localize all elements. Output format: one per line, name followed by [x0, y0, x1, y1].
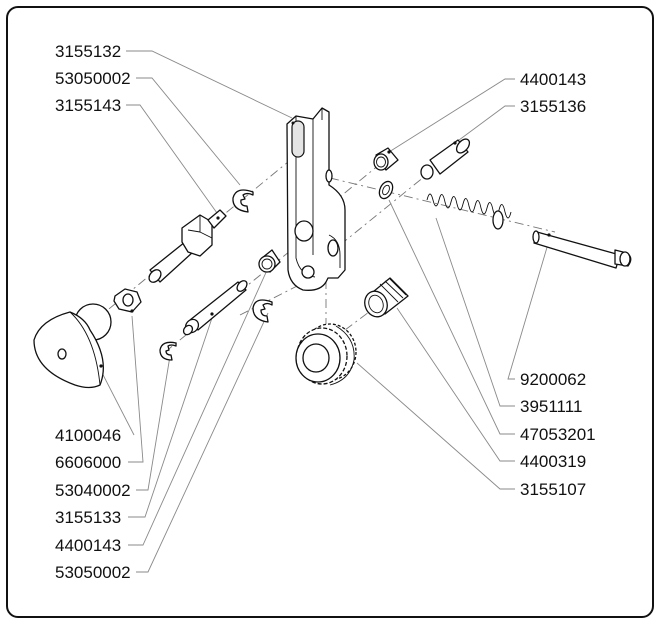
label-4100046[interactable]: 4100046 — [55, 426, 121, 445]
plunger-part[interactable] — [420, 137, 472, 180]
e-clip-small-part[interactable] — [159, 341, 177, 361]
needle-bearing-part[interactable] — [361, 277, 409, 320]
leader-3155107 — [356, 362, 515, 490]
leader-53050002-bottom — [136, 312, 269, 573]
bushing-left-part[interactable] — [258, 249, 281, 273]
label-3155132[interactable]: 3155132 — [55, 42, 121, 61]
hex-nut-part[interactable] — [113, 288, 142, 313]
leader-3155136 — [454, 105, 515, 144]
leader-lines — [97, 50, 549, 573]
label-6606000[interactable]: 6606000 — [55, 453, 121, 472]
part-labels-right: 4400143 3155136 9200062 3951111 47053201… — [520, 70, 596, 499]
label-3155133[interactable]: 3155133 — [55, 508, 121, 527]
spring-part[interactable] — [426, 193, 512, 230]
bushing-right-part[interactable] — [373, 147, 399, 171]
leader-4400143-left — [128, 267, 269, 546]
leader-47053201 — [388, 199, 515, 435]
label-9200062[interactable]: 9200062 — [520, 370, 586, 389]
label-3155143[interactable]: 3155143 — [55, 96, 121, 115]
leader-53040002 — [136, 355, 171, 491]
e-clip-mid-part[interactable] — [252, 299, 273, 323]
label-53050002-bottom[interactable]: 53050002 — [55, 563, 131, 582]
knob-part[interactable] — [33, 303, 112, 389]
leader-9200062 — [507, 243, 549, 380]
leader-6606000 — [128, 315, 144, 463]
pin-shaft-part[interactable] — [182, 279, 249, 337]
screw-part[interactable] — [532, 230, 632, 269]
washer-part[interactable] — [377, 179, 395, 200]
axis-plunger — [339, 171, 431, 246]
leader-3155143 — [126, 104, 218, 214]
label-3951111[interactable]: 3951111 — [520, 397, 582, 416]
part-labels-left: 3155132 53050002 3155143 4100046 6606000… — [55, 42, 131, 582]
leader-3155133 — [128, 317, 213, 518]
diagram-frame — [6, 6, 654, 618]
label-47053201[interactable]: 47053201 — [520, 425, 596, 444]
axis-clip-mid — [239, 281, 306, 316]
e-clip-top-part[interactable] — [232, 189, 254, 213]
leader-4400143-right — [388, 78, 515, 153]
leader-53050002-top — [136, 77, 241, 186]
label-4400143-right[interactable]: 4400143 — [520, 70, 586, 89]
label-4400319[interactable]: 4400319 — [520, 452, 586, 471]
eccentric-shaft-part[interactable] — [147, 209, 227, 285]
leader-3951111 — [435, 217, 515, 407]
leader-4100046 — [97, 364, 135, 436]
label-4400143-left[interactable]: 4400143 — [55, 536, 121, 555]
label-53040002[interactable]: 53040002 — [55, 481, 131, 500]
label-3155136[interactable]: 3155136 — [520, 97, 586, 116]
leader-3155132 — [126, 50, 293, 119]
drive-gear-part[interactable] — [295, 323, 357, 386]
label-3155107[interactable]: 3155107 — [520, 480, 586, 499]
axis-screw — [329, 177, 556, 233]
leader-4400319 — [396, 307, 515, 462]
label-53050002-top[interactable]: 53050002 — [55, 69, 131, 88]
bracket-part[interactable] — [286, 107, 346, 291]
